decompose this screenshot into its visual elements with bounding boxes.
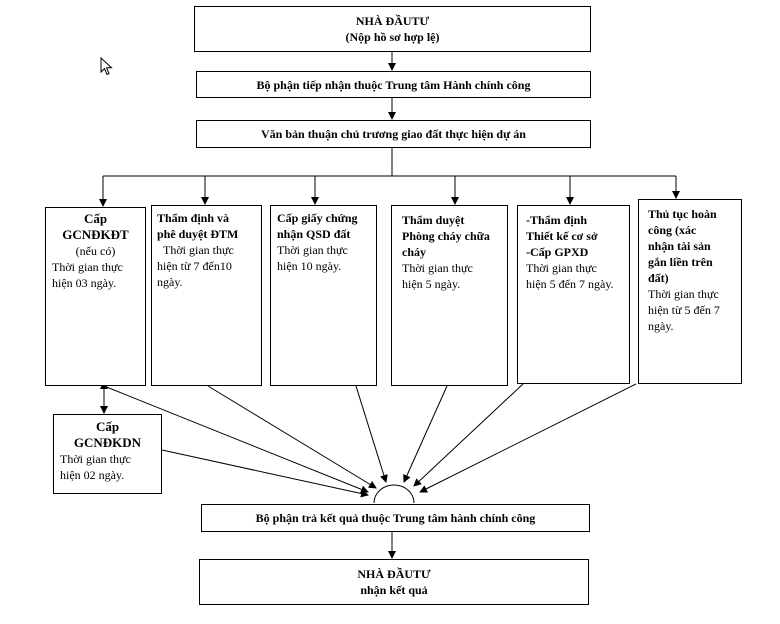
branch-land-use-certificate: Cấp giấy chứng nhận QSD đất Thời gian th… xyxy=(270,205,377,386)
investor-result-subtitle: nhận kết quả xyxy=(360,583,428,597)
branch-environment-assessment: Thẩm định và phê duyệt ĐTM Thời gian thự… xyxy=(151,205,262,386)
branch-2-title-1: Thẩm định và xyxy=(157,211,230,225)
branch-6-time-3: ngày. xyxy=(648,319,674,333)
reception-dept-label: Bộ phận tiếp nhận thuộc Trung tâm Hành c… xyxy=(256,78,531,92)
branch-6-title-2: công (xác xyxy=(648,223,697,237)
branch-4-title-3: cháy xyxy=(402,245,426,259)
branch-1-title-1: Cấp xyxy=(83,211,108,226)
branch-5-title-3: -Cấp GPXD xyxy=(526,245,589,259)
branch-2-title-2: phê duyệt ĐTM xyxy=(157,227,239,241)
branch-6-title-1: Thủ tục hoàn xyxy=(648,207,717,221)
sub-time-2: hiện 02 ngày. xyxy=(60,468,125,482)
branch-6-title-4: gắn liền trên xyxy=(648,255,713,269)
branch-4-time-2: hiện 5 ngày. xyxy=(402,277,461,291)
branch-4-title-2: Phòng cháy chữa xyxy=(402,229,490,243)
sub-title-2: GCNĐKDN xyxy=(73,435,142,450)
branch-5-time-1: Thời gian thực xyxy=(526,261,597,275)
investor-result-box: NHÀ ĐẦUTƯ nhận kết quả xyxy=(199,559,589,605)
branch-2-time-3: ngày. xyxy=(157,275,183,289)
approval-document-label: Văn bản thuận chủ trương giao đất thực h… xyxy=(261,127,526,141)
branch-1-title-2: GCNĐKĐT xyxy=(62,227,129,242)
branch-5-time-2: hiện 5 đến 7 ngày. xyxy=(526,277,614,291)
branch-fire-safety: Thẩm duyệt Phòng cháy chữa cháy Thời gia… xyxy=(391,205,508,386)
branch-3-title-2: nhận QSD đất xyxy=(277,227,351,241)
investor-result-title: NHÀ ĐẦUTƯ xyxy=(357,567,431,581)
business-registration-box: Cấp GCNĐKDN Thời gian thực hiện 02 ngày. xyxy=(53,414,162,494)
branch-1-time-1: Thời gian thực xyxy=(52,260,123,274)
branch-completion-procedure: Thủ tục hoàn công (xác nhận tài sản gắn … xyxy=(638,199,742,384)
branch-2-time-1: Thời gian thực xyxy=(163,243,234,257)
result-dept-box: Bộ phận trả kết quả thuộc Trung tâm hành… xyxy=(201,504,590,532)
sub-time-1: Thời gian thực xyxy=(60,452,131,466)
branch-5-title-2: Thiết kế cơ sở xyxy=(526,229,598,243)
mouse-pointer-icon xyxy=(100,57,113,76)
branch-design-permit: -Thẩm định Thiết kế cơ sở -Cấp GPXD Thời… xyxy=(517,205,630,384)
branch-3-title-1: Cấp giấy chứng xyxy=(277,211,358,225)
branch-investment-certificate: Cấp GCNĐKĐT (nếu có) Thời gian thực hiện… xyxy=(45,207,146,386)
branch-6-title-3: nhận tài sản xyxy=(648,239,711,253)
branch-4-time-1: Thời gian thực xyxy=(402,261,473,275)
branch-4-title-1: Thẩm duyệt xyxy=(402,213,465,227)
branch-3-time-2: hiện 10 ngày. xyxy=(277,259,342,273)
sub-title-1: Cấp xyxy=(95,419,120,434)
branch-1-note: (nếu có) xyxy=(75,244,116,258)
reception-dept-box: Bộ phận tiếp nhận thuộc Trung tâm Hành c… xyxy=(196,71,591,98)
branch-5-title-1: -Thẩm định xyxy=(526,213,588,227)
branch-1-time-2: hiện 03 ngày. xyxy=(52,276,117,290)
investor-submit-box: NHÀ ĐẦUTƯ (Nộp hồ sơ hợp lệ) xyxy=(194,6,591,52)
branch-3-time-1: Thời gian thực xyxy=(277,243,348,257)
branch-2-time-2: hiện từ 7 đến10 xyxy=(157,259,232,273)
approval-document-box: Văn bản thuận chủ trương giao đất thực h… xyxy=(196,120,591,148)
investor-title: NHÀ ĐẦUTƯ xyxy=(355,14,430,28)
branch-6-time-2: hiện từ 5 đến 7 xyxy=(648,303,720,317)
investor-subtitle: (Nộp hồ sơ hợp lệ) xyxy=(345,30,440,44)
branch-6-title-5: đất) xyxy=(648,271,669,285)
branch-6-time-1: Thời gian thực xyxy=(648,287,719,301)
result-dept-label: Bộ phận trả kết quả thuộc Trung tâm hành… xyxy=(255,511,536,525)
